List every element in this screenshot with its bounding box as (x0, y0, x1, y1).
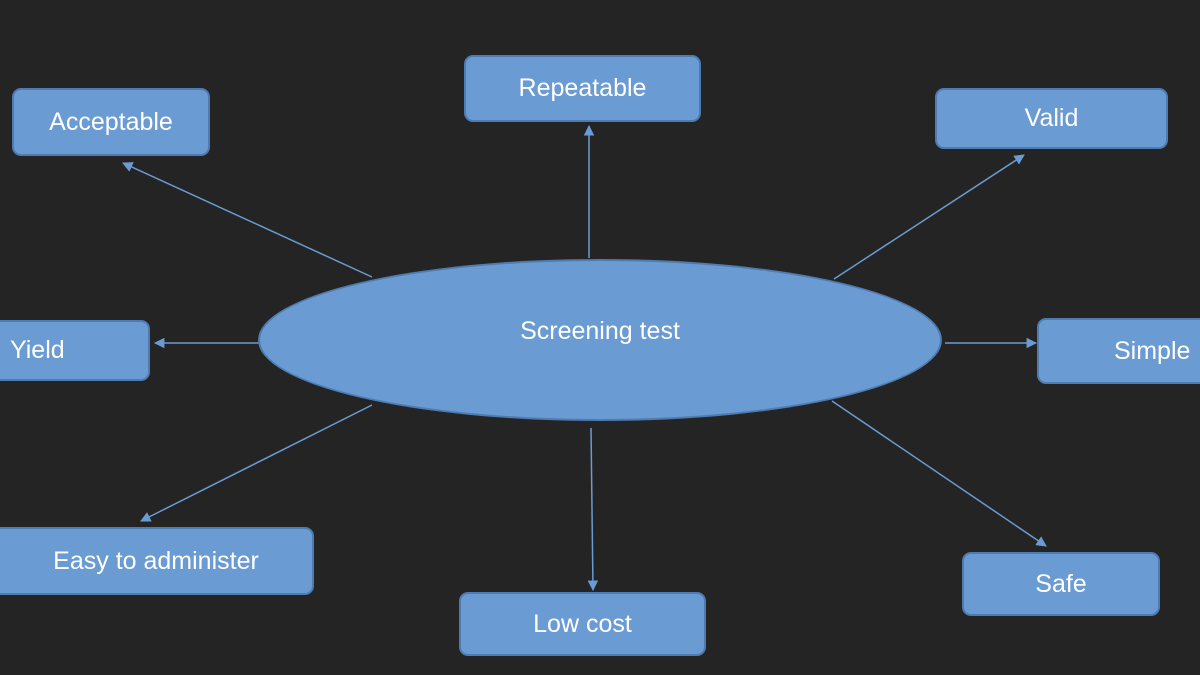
simple-label: Simple (1114, 336, 1191, 365)
easy-to-administer-box: Easy to administer (0, 527, 314, 595)
easy-to-administer-label: Easy to administer (53, 546, 259, 575)
yield-box: Yield (0, 320, 150, 381)
repeatable-box: Repeatable (464, 55, 701, 122)
simple-box: Simple (1037, 318, 1200, 384)
safe-box: Safe (962, 552, 1160, 616)
low-cost-box: Low cost (459, 592, 706, 656)
acceptable-box: Acceptable (12, 88, 210, 156)
screening-test-ellipse: Screening test (258, 259, 942, 421)
repeatable-label: Repeatable (518, 74, 647, 102)
valid-box: Valid (935, 88, 1168, 149)
arrow-to-safe (831, 400, 1047, 547)
low-cost-label: Low cost (533, 609, 632, 638)
arrow-to-acceptable (122, 162, 373, 278)
arrow-to-easy-to-administer (140, 404, 373, 522)
valid-label: Valid (1024, 104, 1079, 132)
safe-label: Safe (1035, 569, 1087, 598)
screening-test-label: Screening test (520, 317, 680, 345)
arrow-to-valid (833, 154, 1025, 280)
arrow-to-low-cost (587, 427, 599, 592)
acceptable-label: Acceptable (49, 107, 173, 136)
yield-label: Yield (10, 336, 65, 364)
